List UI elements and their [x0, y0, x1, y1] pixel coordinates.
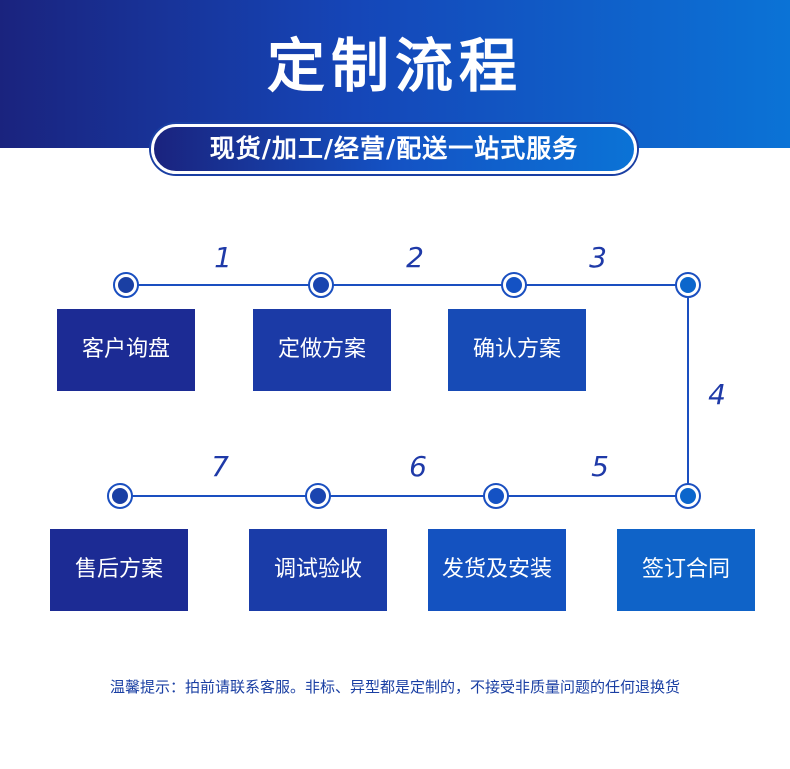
- step-number-6: 6: [409, 450, 427, 483]
- step-number-4: 4: [708, 378, 726, 411]
- step-box-custom-plan: 定做方案: [253, 309, 391, 391]
- header-banner: [0, 0, 790, 148]
- flow-node: [305, 483, 331, 509]
- flow-connector: [120, 284, 689, 497]
- subtitle-pill: 现货/加工/经营/配送一站式服务: [151, 124, 637, 174]
- step-number-7: 7: [211, 450, 229, 483]
- step-number-1: 1: [214, 241, 232, 274]
- flow-node: [107, 483, 133, 509]
- flow-node: [675, 272, 701, 298]
- step-box-sign-contract: 签订合同: [617, 529, 755, 611]
- step-box-after-sales: 售后方案: [50, 529, 188, 611]
- step-box-inquiry: 客户询盘: [57, 309, 195, 391]
- step-number-5: 5: [591, 450, 609, 483]
- flow-node: [501, 272, 527, 298]
- flow-node: [675, 483, 701, 509]
- step-box-shipping-install: 发货及安装: [428, 529, 566, 611]
- step-box-debug-accept: 调试验收: [249, 529, 387, 611]
- step-number-3: 3: [589, 241, 607, 274]
- flow-node: [308, 272, 334, 298]
- footer-note: 温馨提示：拍前请联系客服。非标、异型都是定制的，不接受非质量问题的任何退换货: [109, 678, 680, 696]
- flow-node: [483, 483, 509, 509]
- page-title: 定制流程: [266, 32, 523, 100]
- step-box-confirm-plan: 确认方案: [448, 309, 586, 391]
- step-number-2: 2: [406, 241, 424, 274]
- flow-node: [113, 272, 139, 298]
